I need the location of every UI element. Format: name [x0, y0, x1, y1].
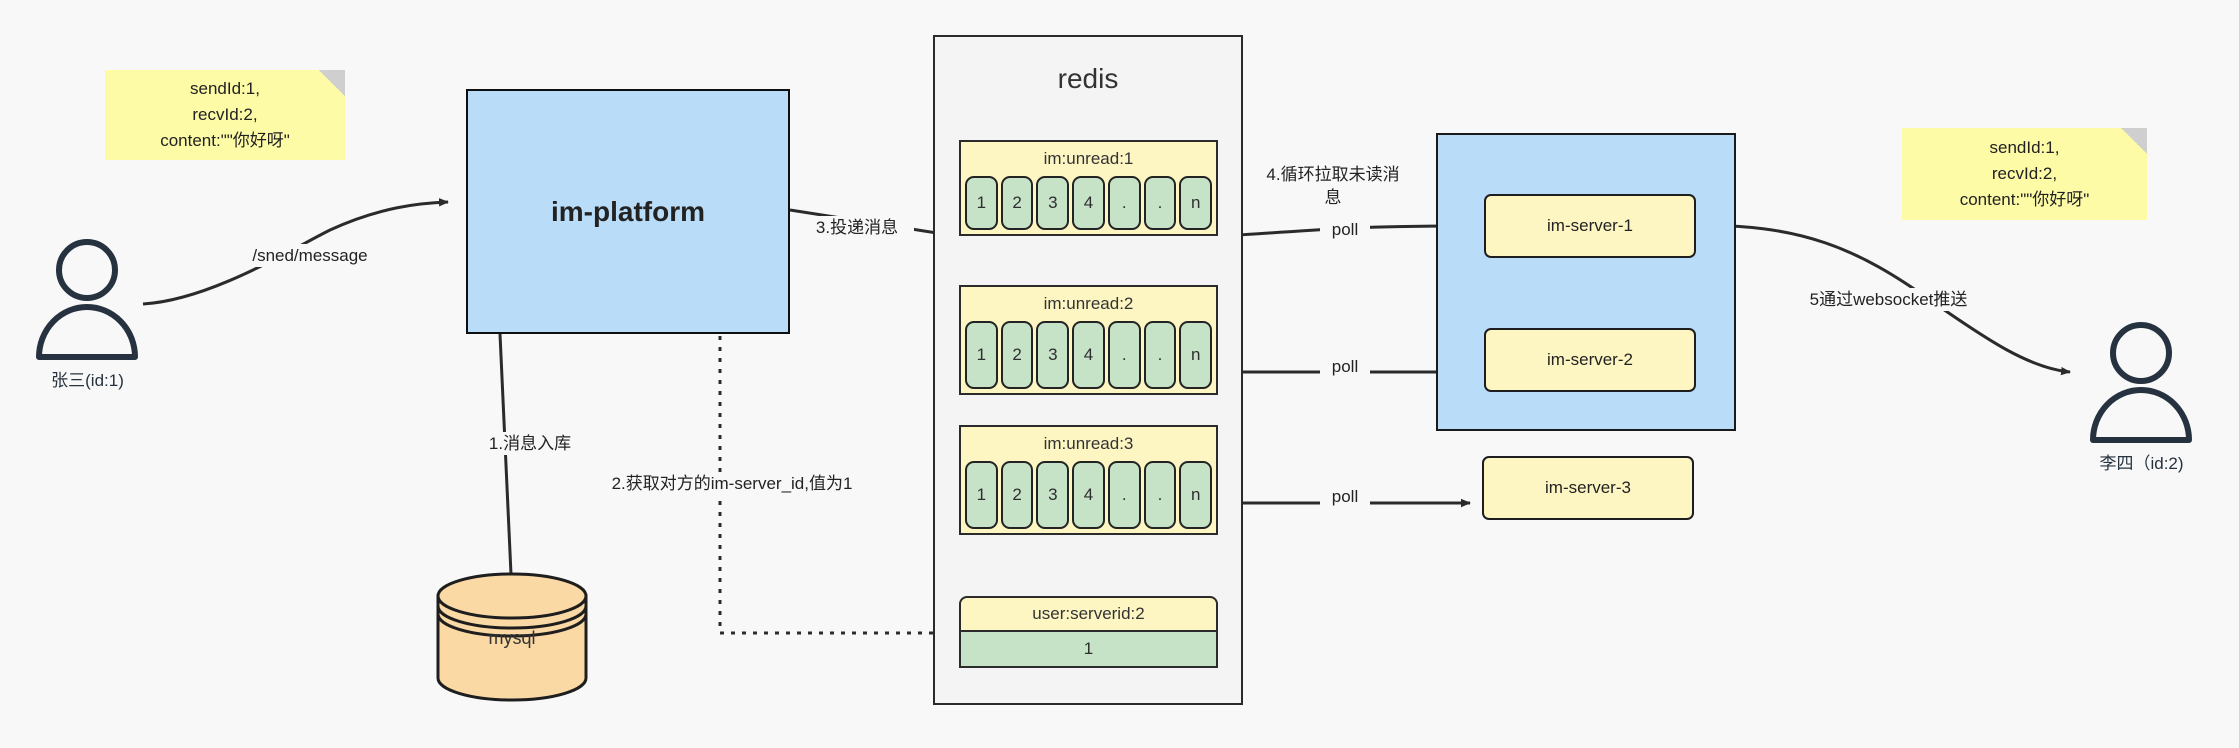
redis-list-1-key: im:unread:1: [1043, 149, 1134, 168]
redis-cell: 3: [1036, 461, 1070, 529]
im-server-3-label: im-server-3: [1545, 478, 1631, 497]
redis-cell: n: [1179, 321, 1213, 389]
edge-label-poll-3: poll: [1320, 485, 1370, 508]
redis-cell: 3: [1036, 176, 1070, 230]
actor-receiver: 李四（id:2): [2084, 318, 2199, 473]
actor-receiver-icon: [2090, 322, 2192, 443]
edge-label-step3: 3.投递消息: [800, 216, 914, 239]
redis-cell: 2: [1000, 176, 1034, 230]
redis-kv-key: user:serverid:2: [959, 596, 1218, 632]
im-server-2-label: im-server-2: [1547, 350, 1633, 369]
redis-title: redis: [1057, 63, 1119, 94]
redis-cell: .: [1107, 461, 1141, 529]
redis-cell: 2: [1000, 461, 1034, 529]
redis-cell: .: [1107, 321, 1141, 389]
note-fold-icon: [319, 70, 345, 96]
redis-list-2-cells: 1 2 3 4 . . n: [961, 321, 1216, 393]
edge-label-send-message: /sned/message: [228, 244, 392, 267]
redis-cell: n: [1179, 461, 1213, 529]
redis-list-2-key: im:unread:2: [1043, 294, 1134, 313]
actor-receiver-label: 李四（id:2): [2099, 454, 2184, 473]
mysql-label: mysql: [488, 628, 536, 648]
redis-cell: .: [1107, 176, 1141, 230]
database-icon: [436, 572, 588, 702]
redis-cell: .: [1143, 176, 1177, 230]
im-server-1-label: im-server-1: [1547, 216, 1633, 235]
edge-label-step2: 2.获取对方的im-server_id,值为1: [565, 472, 899, 495]
redis-cell: .: [1143, 461, 1177, 529]
redis-cell: 4: [1072, 176, 1105, 230]
redis-cell: 4: [1072, 461, 1105, 529]
redis-cell: 1: [965, 321, 998, 389]
actor-sender-icon: [36, 239, 138, 360]
edge-label-step5: 5通过websocket推送: [1779, 288, 1998, 311]
im-server-2-box[interactable]: im-server-2: [1484, 328, 1696, 392]
note-right-text: sendId:1, recvId:2, content:""你好呀": [1959, 138, 2090, 209]
actor-sender-label: 张三(id:1): [51, 371, 124, 390]
edge-platform-to-mysql: [498, 333, 516, 597]
redis-list-1-cells: 1 2 3 4 . . n: [961, 176, 1216, 234]
edge-label-poll-2: poll: [1320, 355, 1370, 378]
note-right: sendId:1, recvId:2, content:""你好呀": [1902, 128, 2147, 220]
redis-cell: 1: [965, 176, 998, 230]
note-left-text: sendId:1, recvId:2, content:""你好呀": [160, 79, 290, 150]
redis-cell: 2: [1000, 321, 1034, 389]
im-server-1-box[interactable]: im-server-1: [1484, 194, 1696, 258]
mysql-cylinder[interactable]: mysql: [432, 572, 592, 702]
im-server-3-box[interactable]: im-server-3: [1482, 456, 1694, 520]
note-left: sendId:1, recvId:2, content:""你好呀": [105, 70, 345, 160]
edge-label-step4: 4.循环拉取未读消 息: [1251, 163, 1415, 209]
redis-kv-value: 1: [959, 632, 1218, 668]
im-server-cluster: im-server-1 im-server-2: [1436, 133, 1736, 431]
redis-list-im-unread-1[interactable]: im:unread:1 1 2 3 4 . . n: [959, 140, 1218, 236]
actor-sender: 张三(id:1): [30, 235, 145, 390]
redis-list-3-key: im:unread:3: [1043, 434, 1134, 453]
redis-cell: 4: [1072, 321, 1105, 389]
redis-list-im-unread-2[interactable]: im:unread:2 1 2 3 4 . . n: [959, 285, 1218, 395]
edge-label-poll-1: poll: [1320, 218, 1370, 241]
redis-cell: .: [1143, 321, 1177, 389]
redis-cell: n: [1179, 176, 1213, 230]
note-fold-icon: [2121, 128, 2147, 154]
redis-cell: 3: [1036, 321, 1070, 389]
redis-list-im-unread-3[interactable]: im:unread:3 1 2 3 4 . . n: [959, 425, 1218, 535]
edge-label-step1: 1.消息入库: [448, 432, 612, 455]
redis-list-3-cells: 1 2 3 4 . . n: [961, 461, 1216, 533]
im-platform-label: im-platform: [551, 195, 705, 227]
im-platform-box[interactable]: im-platform: [466, 89, 790, 334]
redis-kv-user-serverid[interactable]: user:serverid:2 1: [959, 596, 1218, 671]
redis-cell: 1: [965, 461, 998, 529]
